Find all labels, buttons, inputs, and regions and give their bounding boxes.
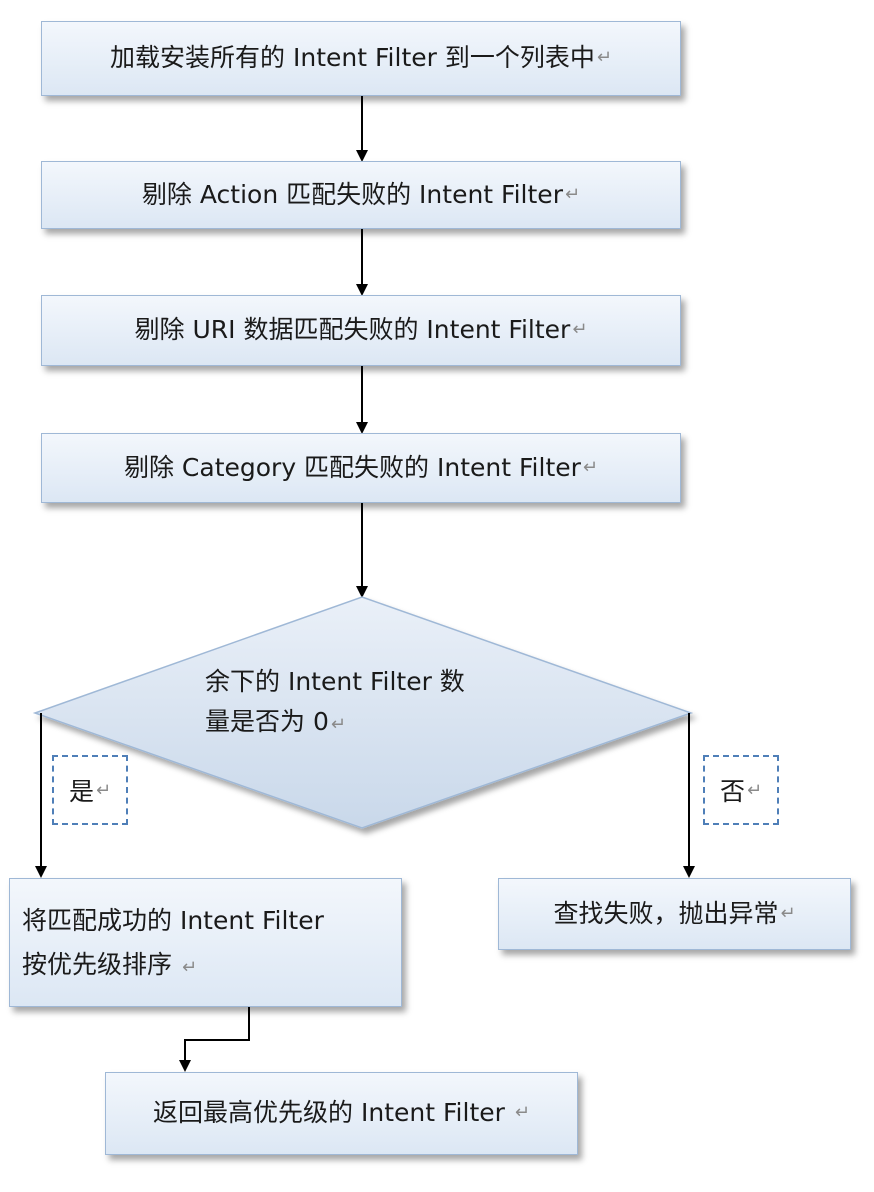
return-mark: ↵ [746,779,763,801]
step-remove-uri: 剔除 URI 数据匹配失败的 Intent Filter↵ [41,295,681,366]
step-load-filters-text: 加载安装所有的 Intent Filter 到一个列表中 [110,43,595,73]
sort-line-2-text: 按优先级排序 [22,949,173,979]
step-sort-by-priority: 将匹配成功的 Intent Filter 按优先级排序 ↵ [9,878,402,1007]
step-return-highest-text: 返回最高优先级的 Intent Filter [153,1098,505,1128]
step-sort-by-priority-text: 将匹配成功的 Intent Filter 按优先级排序 ↵ [22,899,324,987]
return-mark: ↵ [596,47,612,69]
branch-label-yes-text: 是 [68,777,94,806]
branch-label-yes: 是↵ [52,755,128,825]
step-return-highest: 返回最高优先级的 Intent Filter ↵ [105,1072,578,1155]
return-mark: ↵ [514,1102,530,1124]
decision-text: 余下的 Intent Filter 数 量是否为 0↵ [205,662,525,742]
step-lookup-failed-text: 查找失败，抛出异常 [553,898,779,928]
return-mark: ↵ [582,456,599,478]
step-lookup-failed: 查找失败，抛出异常↵ [498,878,851,950]
step-remove-uri-text: 剔除 URI 数据匹配失败的 Intent Filter [134,315,571,345]
sort-line-1: 将匹配成功的 Intent Filter [22,905,324,935]
step-load-filters: 加载安装所有的 Intent Filter 到一个列表中↵ [41,21,681,96]
decision-line-2-text: 量是否为 0 [205,707,329,736]
return-mark: ↵ [330,714,346,735]
step-remove-category-text: 剔除 Category 匹配失败的 Intent Filter [123,452,581,482]
return-mark: ↵ [95,779,112,801]
branch-label-no: 否↵ [703,755,779,825]
step-remove-action: 剔除 Action 匹配失败的 Intent Filter↵ [41,161,681,229]
sort-line-2: 按优先级排序 ↵ [22,943,324,987]
return-mark: ↵ [564,183,581,205]
step-remove-action-text: 剔除 Action 匹配失败的 Intent Filter [141,179,563,209]
step-remove-category: 剔除 Category 匹配失败的 Intent Filter↵ [41,433,681,503]
return-mark: ↵ [780,902,796,924]
decision-line-1: 余下的 Intent Filter 数 [205,667,465,696]
return-mark: ↵ [572,319,588,341]
decision-line-2: 量是否为 0↵ [205,702,525,742]
arrow-sort-to-return [179,1007,250,1072]
return-mark: ↵ [181,956,198,978]
branch-label-no-text: 否 [719,777,745,806]
decision-diamond [32,596,694,829]
